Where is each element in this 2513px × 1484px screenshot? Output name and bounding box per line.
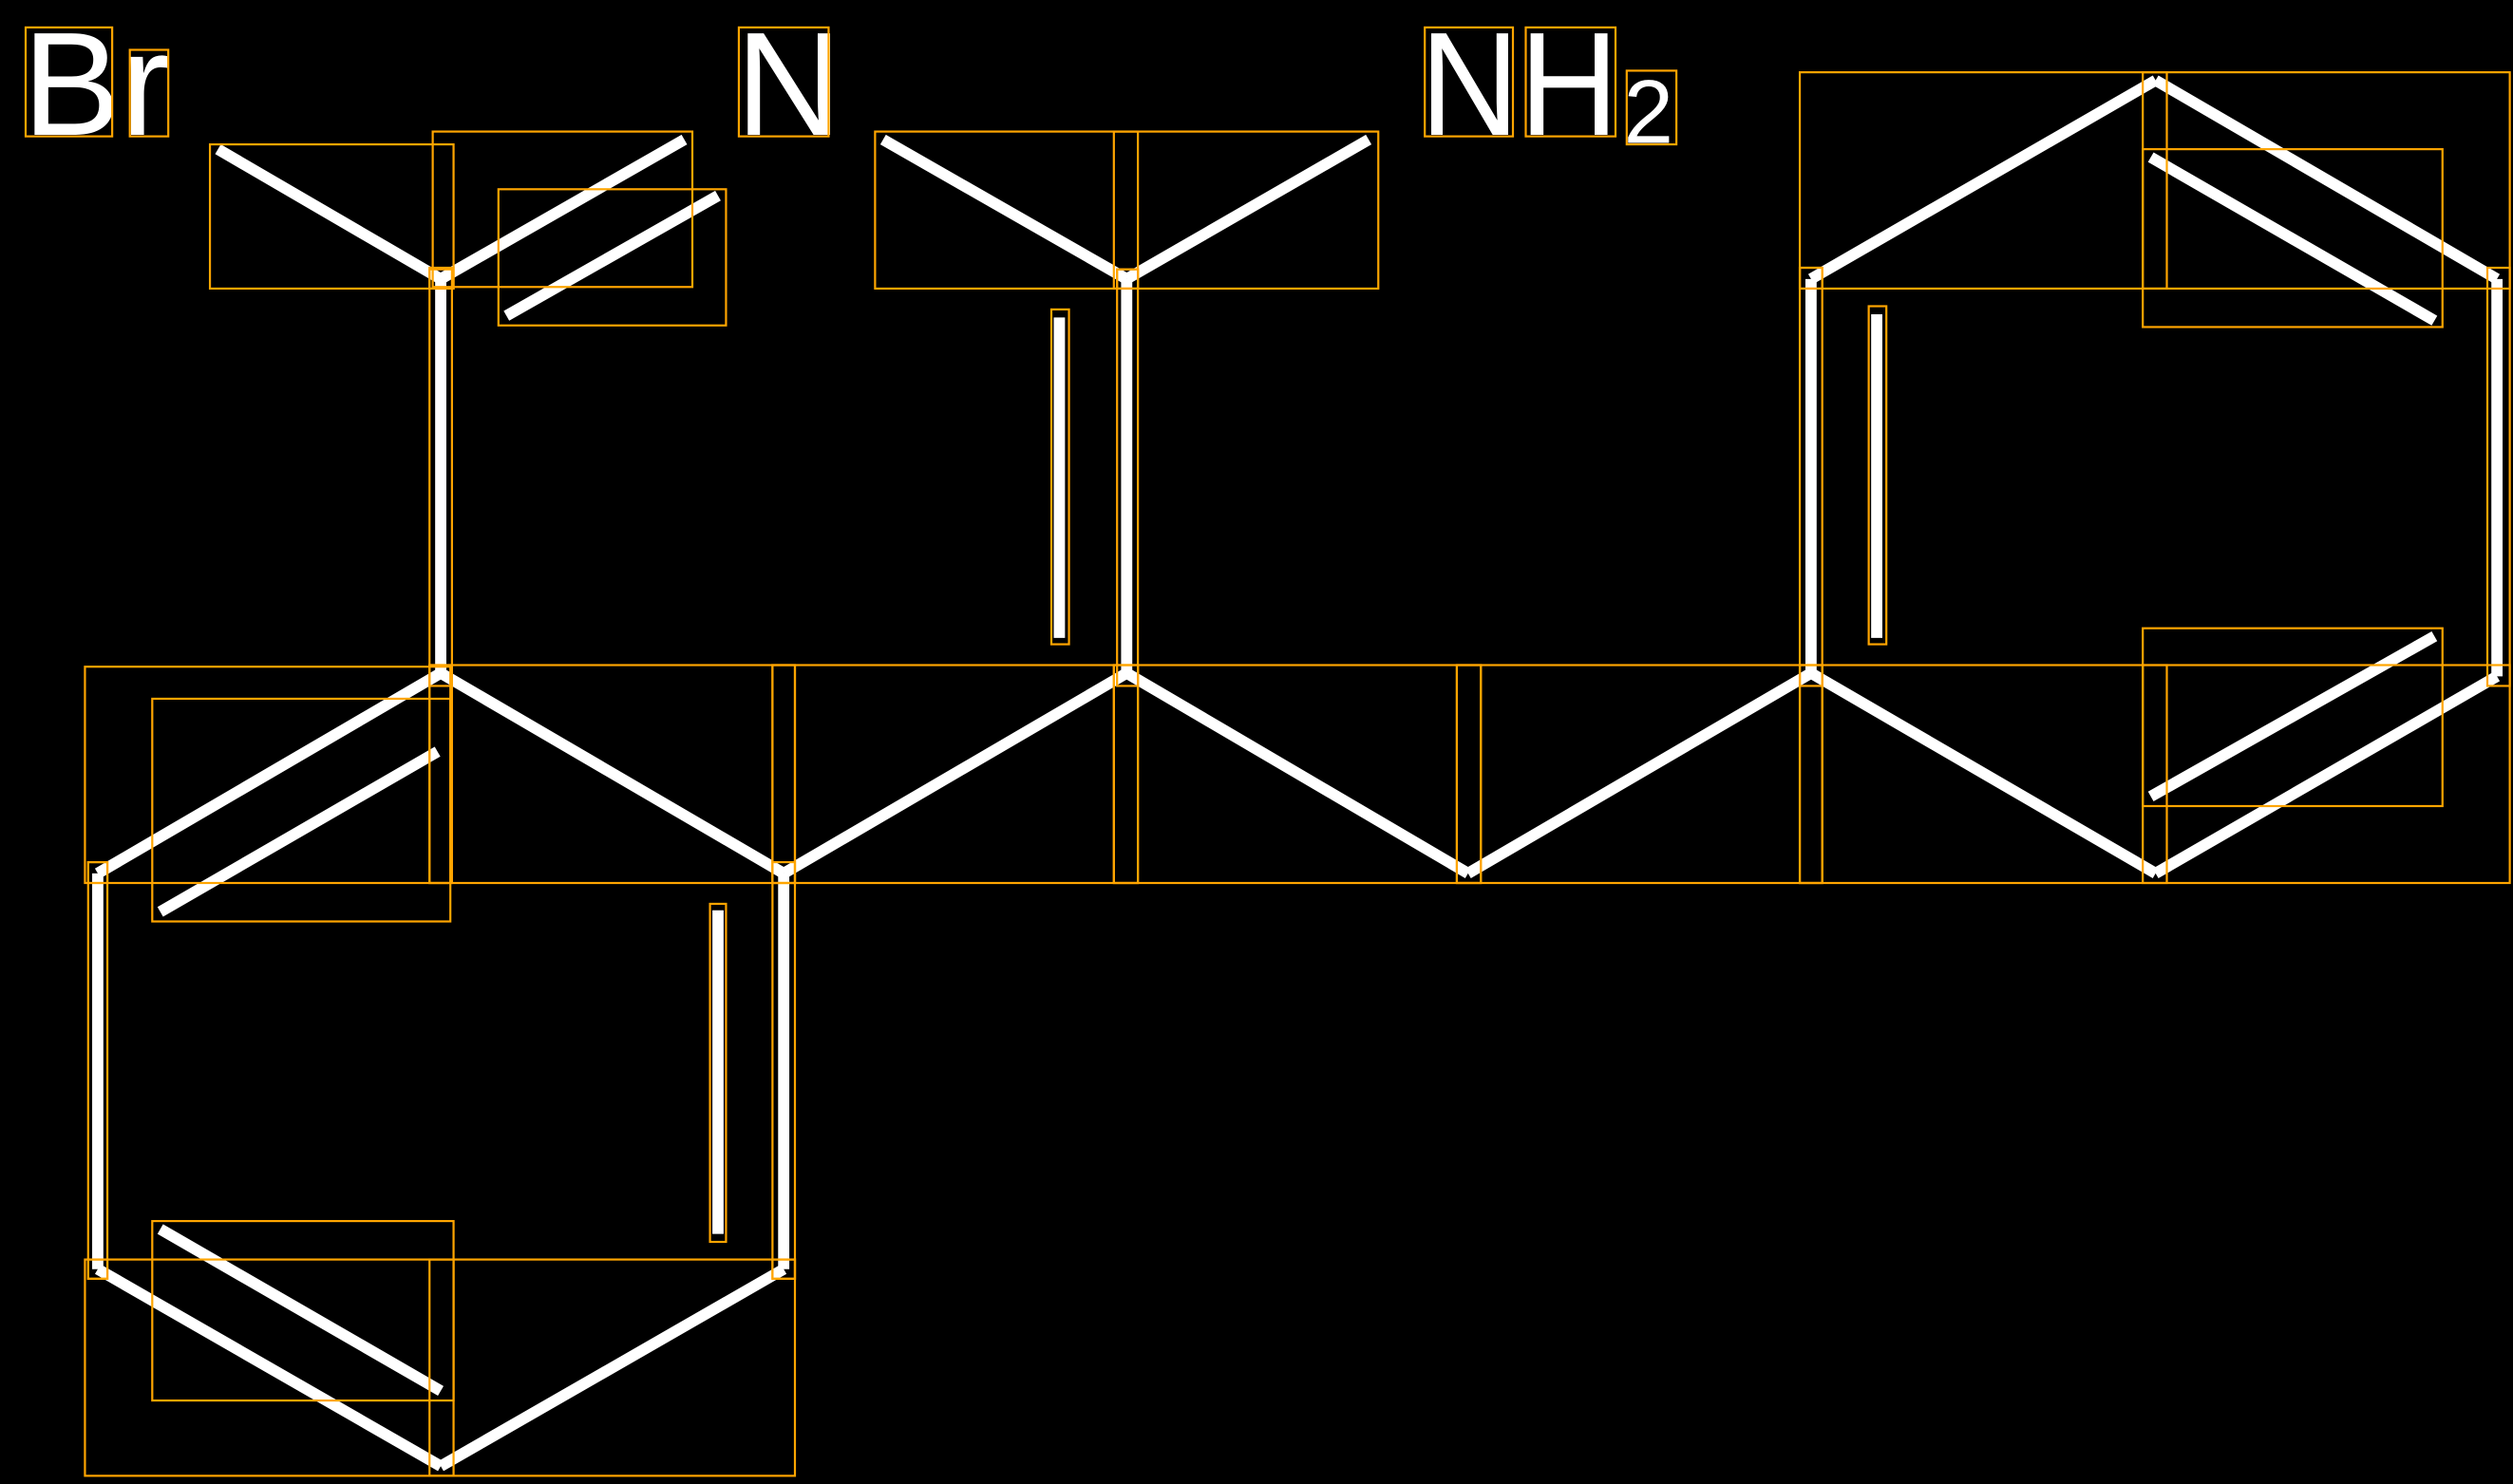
bounding-box [737,26,830,138]
bond-line [1464,667,1814,878]
bounding-box [86,1258,109,1280]
bond-line [438,667,787,878]
bounding-box [2142,148,2444,329]
bounding-box [151,1219,455,1402]
bounding-box [1112,130,1140,291]
bond-line [1807,667,2159,878]
bounding-box [1524,26,1617,138]
bond-line [2152,671,2501,878]
bond-line [157,1224,444,1397]
bounding-box [431,130,694,289]
bounding-box [428,268,453,687]
bond-line [438,134,688,284]
atom-label-subscript-2: 2 [1623,62,1673,162]
atom-label-br: Br [23,1,170,166]
bounding-box [1798,71,2511,291]
bond-line [94,667,444,878]
bounding-box [1798,664,1823,885]
bond-line [157,746,441,917]
bounding-boxes [24,26,2511,1477]
bond-line [215,144,444,284]
bounding-box [709,902,727,1244]
bounding-box [1867,305,1888,646]
bounding-box [151,697,452,923]
bounding-box [1798,266,1823,687]
bounding-box [1049,308,1070,646]
bond-line [879,134,1130,284]
bond-line [2147,152,2438,326]
atom-label-n: N [736,1,842,166]
bounding-box [1112,664,1140,885]
bounding-box [771,1258,797,1280]
bond-line [781,667,1130,878]
bounding-box [497,188,727,327]
bond-line [94,1264,444,1472]
bounding-box [428,1258,797,1477]
bond-line [1807,75,2159,284]
bounding-box [1424,26,1515,138]
bounding-box [128,48,170,138]
bounding-box [2485,266,2511,687]
bond-line [1124,134,1372,284]
bond-line [2147,630,2438,802]
bounding-box [2142,664,2511,885]
bounding-box [208,142,455,291]
atom-label-nh: NH [1420,1,1618,166]
bounding-box [1455,664,1483,885]
bond-line [1124,667,1471,878]
bonds [92,75,2504,1472]
bond-line [2152,75,2501,284]
bond-line [438,1264,787,1472]
bounding-box [771,664,797,885]
bounding-box [1625,69,1678,146]
bounding-box [874,130,1380,291]
bounding-box [2142,71,2168,291]
bounding-box [24,26,114,138]
bounding-box [1116,268,1140,687]
bond-line [503,190,721,321]
